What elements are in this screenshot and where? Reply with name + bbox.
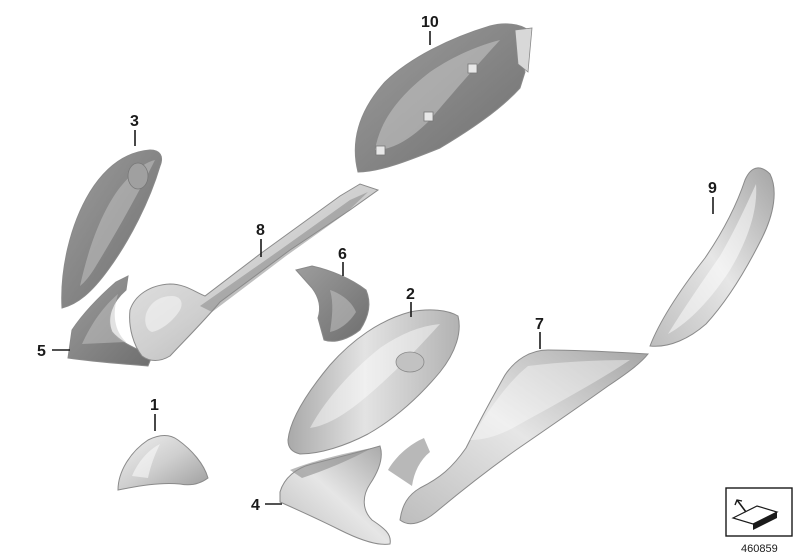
part-5-bracket bbox=[67, 275, 153, 367]
callout-4: 4 bbox=[251, 497, 260, 514]
callout-10: 10 bbox=[421, 14, 439, 31]
leader-lines bbox=[52, 31, 714, 505]
callout-7: 7 bbox=[535, 316, 544, 333]
callout-9: 9 bbox=[708, 180, 717, 197]
part-3-panel bbox=[61, 149, 163, 309]
callout-1: 1 bbox=[150, 397, 159, 414]
part-indicator-icon bbox=[731, 499, 779, 530]
callout-3: 3 bbox=[130, 113, 139, 130]
part-7-panel bbox=[388, 349, 649, 525]
part-6-bracket bbox=[295, 265, 370, 342]
part-8-strut bbox=[129, 183, 380, 361]
callout-2: 2 bbox=[406, 286, 415, 303]
reference-badge: 460859 bbox=[725, 487, 793, 555]
reference-number: 460859 bbox=[741, 543, 778, 555]
part-1-cap bbox=[117, 435, 209, 491]
part-10-panel bbox=[354, 23, 533, 173]
callout-8: 8 bbox=[256, 222, 265, 239]
callouts: 10 3 9 8 6 2 7 5 1 4 bbox=[37, 14, 717, 514]
part-4-fairing bbox=[279, 445, 391, 545]
callout-5: 5 bbox=[37, 343, 46, 360]
part-2-fairing bbox=[287, 309, 460, 455]
callout-6: 6 bbox=[338, 246, 347, 263]
part-9-panel bbox=[649, 167, 775, 347]
